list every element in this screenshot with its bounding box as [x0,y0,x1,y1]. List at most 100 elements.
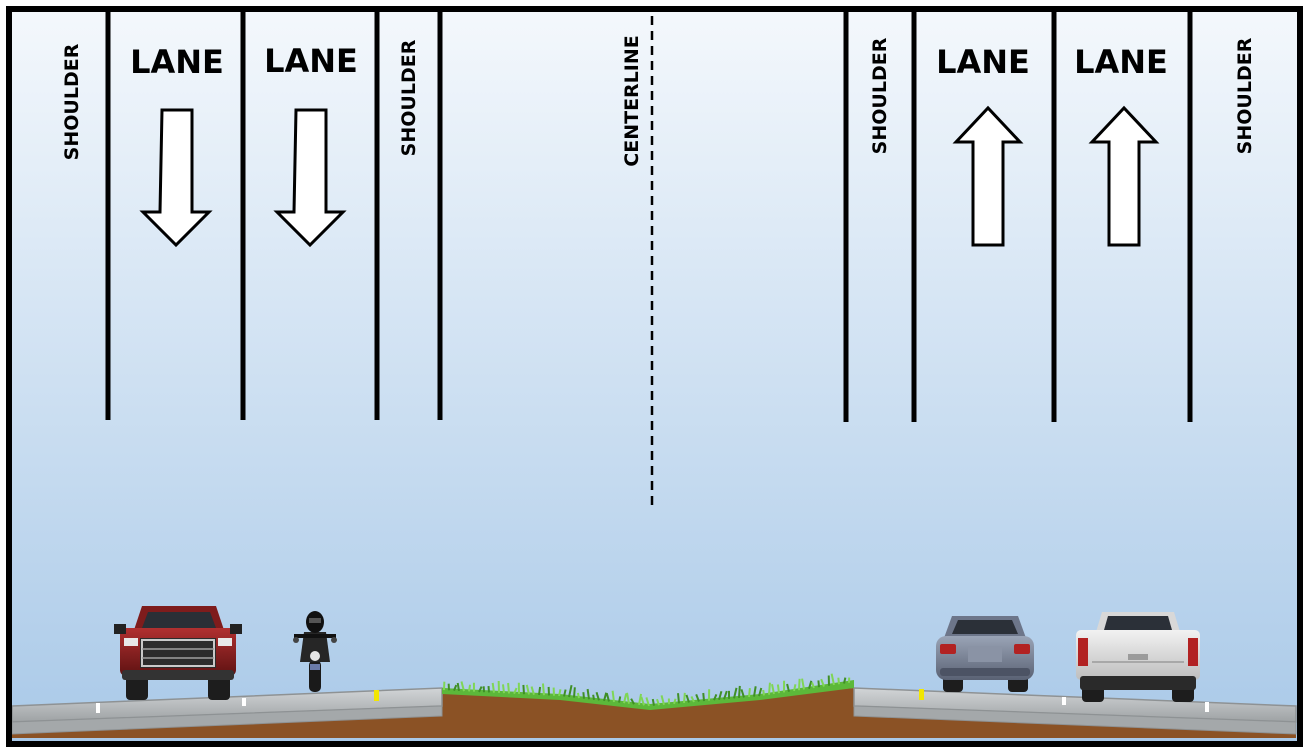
lane-mark-white [1062,697,1066,705]
direction-arrows [139,105,1160,248]
grass-blade [468,684,472,692]
grass-blade [538,686,542,696]
edge-mark-yellow [919,689,924,700]
grass-blade [768,682,771,695]
grass-blade [582,692,585,699]
grass-blade [522,684,525,695]
lane-division-lines [105,12,1193,422]
grass-blade [592,694,595,700]
grass-blade [576,692,580,699]
lane-label-left-2: LANE [264,42,358,80]
grass-blade [753,686,757,697]
pickup-truck-rear-icon [1076,612,1200,702]
grass-blade [733,687,738,699]
grass-blade [758,687,763,697]
shoulder-label-left-outer: SHOULDER [61,43,83,160]
grass-blade [718,690,723,701]
grass-blade [645,697,650,707]
grass-blade [478,686,483,693]
grass-blade [683,692,686,703]
grass-blade [660,695,665,705]
diagram-frame [6,6,1303,747]
grass-blade [738,685,741,698]
arrow-down-icon [273,108,347,248]
grass-blade [776,684,780,694]
grass-blade [702,692,705,702]
grass-blade [830,673,835,686]
grass-blade [640,696,645,706]
grass-blade [491,682,495,693]
grass-blade [771,683,775,695]
sky-background [9,9,1300,744]
grass-blade [656,698,660,706]
pavement-markings [96,689,1209,713]
edge-mark-yellow [374,690,379,701]
grass-blade [530,686,535,695]
grass-blade [808,680,813,689]
arrow-down-icon [139,108,213,248]
shoulder-label-right-outer: SHOULDER [1234,37,1256,154]
ground-profile [11,673,1297,738]
grass-blade [723,690,728,700]
lane-label-right-1: LANE [936,43,1030,81]
median-grass [442,673,854,710]
edge-mark-white [96,703,100,713]
shoulder-label-right-inner: SHOULDER [869,37,891,154]
motorcycle-front-icon [293,611,337,692]
grass-blade [573,687,576,698]
grass-blade [801,678,805,690]
grass-blade [563,689,567,697]
edge-mark-white [1205,702,1209,712]
grass-blade [507,682,510,694]
grass-blade [541,683,545,696]
grass-blade [586,688,590,700]
pickup-truck-front-icon [114,606,242,700]
grass-blade [685,694,690,703]
grass-blade [638,693,643,705]
lane-label-right-2: LANE [1074,43,1168,81]
grass-blade [453,684,458,691]
grass-blade [673,698,677,705]
grass-blade [713,693,718,701]
grass-blade [623,693,628,704]
grass-blade [605,692,610,702]
grass-blade [820,678,825,687]
lane-label-left-1: LANE [130,43,224,81]
grass-blade [690,695,695,703]
grass-blade [626,692,630,704]
lane-mark-white [242,698,246,706]
grass-blade [513,687,518,695]
grass-blade [740,689,745,698]
grass-blade [695,694,700,702]
grass-blade [501,684,505,694]
grass-blade [630,698,635,705]
grass-blade [843,677,847,684]
grass-blade [762,689,765,696]
grass-blade [651,698,655,706]
grass-blade [793,684,797,692]
grass-blade [618,696,622,703]
arrow-up-icon [1088,105,1160,247]
earth-fill [12,688,1296,738]
sedan-rear-icon [936,616,1034,692]
arrow-up-icon [952,105,1024,247]
grass-blade [460,681,465,692]
grass-blade [456,682,460,692]
grass-blade [811,682,815,689]
grass-blade [558,689,562,697]
grass-blade [677,693,680,704]
grass-blade [786,683,790,692]
right-pavement [853,687,1297,735]
grass-blade [603,692,608,702]
grass-blade [595,691,600,701]
shoulder-label-left-inner: SHOULDER [398,39,420,156]
grass-blade [568,685,573,698]
grass-blade [817,680,820,688]
grass-blade [798,678,801,691]
centerline-label: CENTERLINE [621,35,643,166]
grass-blade [748,688,751,698]
grass-blade [837,677,840,685]
grass-blade [611,690,615,703]
